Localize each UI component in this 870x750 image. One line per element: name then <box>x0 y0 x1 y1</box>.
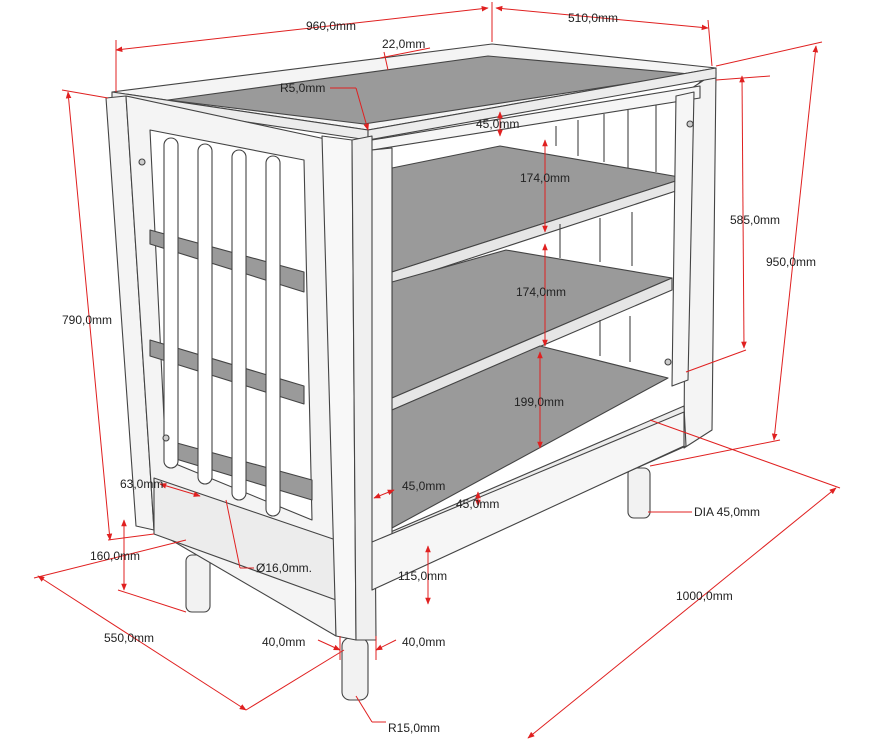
label-corner-radius: R5,0mm <box>280 81 325 95</box>
label-rim-gap: 45,0mm <box>476 117 519 131</box>
label-shelf-gap-2: 174,0mm <box>516 285 566 299</box>
end-panel-left <box>105 95 337 637</box>
label-overall-depth: 510,0mm <box>568 11 618 25</box>
label-leg-span: 1000,0mm <box>676 589 733 603</box>
label-base-clearance: 115,0mm <box>398 569 447 583</box>
label-bottom-rail: 45,0mm <box>456 497 499 511</box>
label-slat-diameter: Ø16,0mm. <box>256 561 312 575</box>
leg-front-right <box>341 637 369 701</box>
slat-3 <box>231 149 247 501</box>
screw-top-right <box>686 120 694 128</box>
label-shelf-gap-3: 199,0mm <box>514 395 564 409</box>
label-leg-radius: R15,0mm <box>388 721 440 735</box>
back-slats <box>555 104 657 362</box>
dimension-labels: 960,0mm 510,0mm 22,0mm R5,0mm 45,0mm 174… <box>62 11 816 735</box>
label-overall-width: 960,0mm <box>306 19 356 33</box>
label-total-height: 950,0mm <box>766 255 816 269</box>
label-bottom-post: 45,0mm <box>402 479 445 493</box>
dimension-lines <box>33 2 841 739</box>
top-board <box>111 43 717 141</box>
label-side-height: 790,0mm <box>62 313 112 327</box>
front-corner-post <box>321 135 377 641</box>
label-top-rim: 22,0mm <box>382 37 425 51</box>
screw-bottom-left <box>162 434 170 442</box>
slat-1 <box>163 137 179 469</box>
label-shelf-gap-1: 174,0mm <box>520 171 570 185</box>
leg-back-right <box>627 467 651 519</box>
label-foot-height: 160,0mm <box>90 549 140 563</box>
slat-4 <box>265 155 281 517</box>
label-side-depth: 550,0mm <box>104 631 154 645</box>
shelves <box>391 145 686 529</box>
label-post-left: 40,0mm <box>262 635 305 649</box>
slat-2 <box>197 143 213 485</box>
label-slat-offset: 63,0mm <box>120 477 163 491</box>
crib-model <box>105 43 717 701</box>
label-inner-height: 585,0mm <box>730 213 780 227</box>
label-post-right: 40,0mm <box>402 635 445 649</box>
screw-top-left <box>138 158 146 166</box>
screw-bottom-right <box>664 358 672 366</box>
shelf-top <box>391 145 686 273</box>
leg-front-left <box>185 554 211 613</box>
label-leg-diameter: DIA 45,0mm <box>694 505 760 519</box>
